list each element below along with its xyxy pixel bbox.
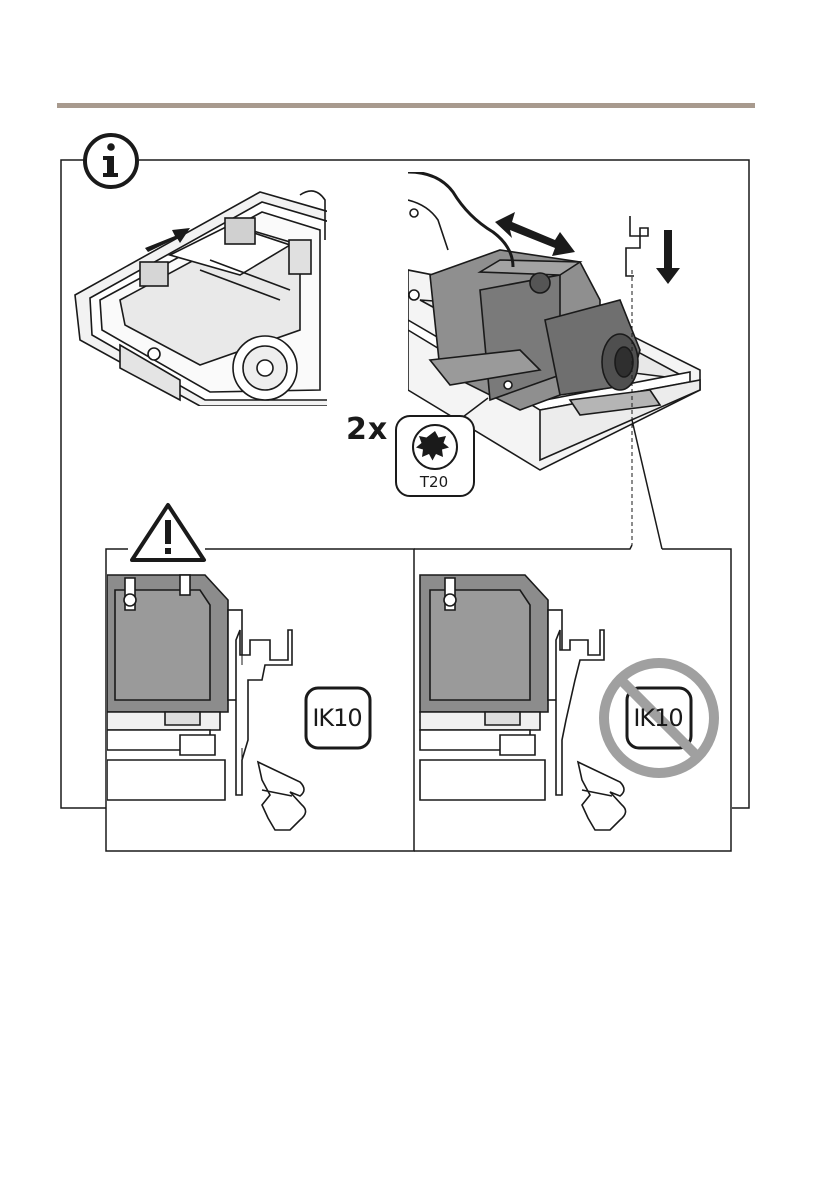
- detail-right-illustration: [420, 575, 626, 830]
- tool-size-label: T20: [394, 473, 474, 491]
- quantity-label: 2x: [346, 412, 388, 447]
- detail-left-illustration: [107, 575, 306, 830]
- warning-icon: [132, 505, 204, 560]
- info-icon: [85, 135, 137, 187]
- info-frame-left: [61, 160, 106, 808]
- ik-rating-left: IK10: [305, 704, 369, 732]
- ik-rating-right: IK10: [626, 704, 690, 732]
- housing-illustration-left: [75, 191, 340, 406]
